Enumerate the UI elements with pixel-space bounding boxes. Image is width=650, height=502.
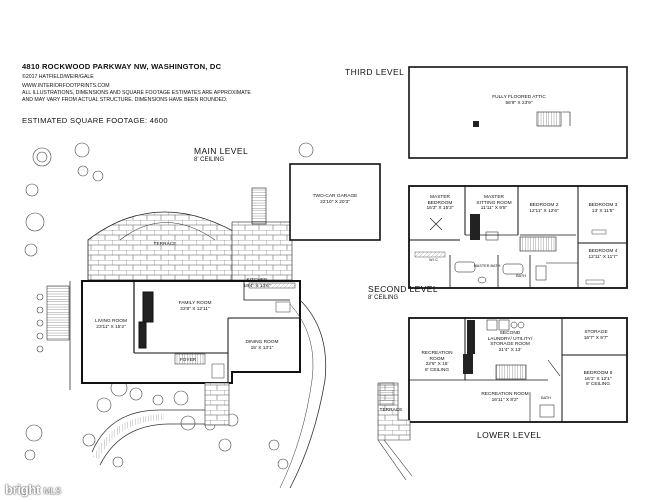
kitchen-dimensions: 19'4" X 13'6" — [243, 283, 271, 289]
recreation-room-1-ceiling: 8' CEILING — [424, 367, 450, 373]
garage-name: TWO-CAR GARAGE — [312, 194, 358, 199]
kitchen-label: KITCHEN 19'4" X 13'6" — [234, 278, 280, 289]
third-level-plan — [408, 66, 628, 159]
lower-level-title: LOWER LEVEL — [477, 430, 542, 440]
attic-outline — [408, 66, 628, 159]
main-level-title: MAIN LEVEL — [194, 146, 249, 156]
dining-room-name: DINING ROOM — [245, 340, 279, 345]
copyright-notice: ©2017 HATFIELD/WEIR/GALE — [22, 74, 94, 80]
bedroom-2-label: BEDROOM 2 12'11" X 12'6" — [524, 203, 564, 214]
storage-dimensions: 16'7" X 9'7" — [583, 335, 609, 341]
recreation-room-2-name: RECREATION ROOM — [481, 392, 529, 397]
recreation-room-1-dimensions: 22'6" X 15' — [425, 362, 449, 368]
brightmls-watermark: bright MLS — [5, 482, 61, 497]
recreation-room-1-label: RECREATION ROOM 22'6" X 15' 8' CEILING — [414, 351, 460, 373]
recreation-room-1-name-2: ROOM — [429, 356, 445, 362]
main-level-plan — [24, 142, 381, 489]
living-room-label: LIVING ROOM 23'11" X 15'2" — [90, 319, 132, 330]
recreation-room-2-dimensions: 16'11" X 8'2" — [491, 397, 519, 403]
second-bath-label: BATH — [516, 274, 526, 278]
living-room-dimensions: 23'11" X 15'2" — [96, 324, 126, 330]
bedroom-3-dimensions: 13' X 11'5" — [591, 208, 615, 214]
wic-label: W.I.C. — [429, 258, 439, 262]
family-room-name: FAMILY ROOM — [178, 301, 212, 306]
attic-dimensions: 56'9" X 23'9" — [505, 100, 533, 106]
third-level-title: THIRD LEVEL — [345, 67, 405, 77]
bedroom-4-dimensions: 12'11" X 11'7" — [588, 254, 618, 260]
bedroom-5-name: BEDROOM 5 — [583, 371, 613, 376]
bedroom-2-dimensions: 12'11" X 12'6" — [529, 208, 559, 214]
watermark-brand: bright — [5, 482, 41, 497]
storage-label: STORAGE 16'7" X 9'7" — [578, 330, 614, 341]
property-address: 4810 ROCKWOOD PARKWAY NW, WASHINGTON, DC — [22, 62, 222, 71]
living-room-name: LIVING ROOM — [95, 319, 127, 324]
bedroom-4-name: BEDROOM 4 — [588, 249, 618, 254]
dining-room-dimensions: 15' X 13'1" — [250, 345, 274, 351]
master-bath-label: MASTER BATH — [473, 264, 501, 268]
master-bedroom-label: MASTER BEDROOM 16'3" X 15'3" — [420, 195, 460, 212]
watermark-suffix: MLS — [43, 486, 61, 496]
landscape-trees — [24, 142, 314, 470]
square-footage: ESTIMATED SQUARE FOOTAGE: 4600 — [22, 116, 168, 125]
family-room-label: FAMILY ROOM 22'8" X 12'11" — [170, 301, 220, 312]
master-bedroom-name-1: MASTER — [430, 195, 450, 200]
website-link[interactable]: WWW.INTERIORFOOTPRINTS.COM — [22, 83, 110, 89]
garage-dimensions: 22'10" X 20'3" — [320, 199, 350, 205]
main-house-outline — [81, 280, 301, 384]
fireplace — [142, 291, 154, 323]
bedroom-2-name: BEDROOM 2 — [529, 203, 559, 208]
attic-label: FULLY FLOORED ATTIC 56'9" X 23'9" — [484, 95, 554, 106]
sitting-room-dimensions: 11'11" X 9'5" — [480, 206, 508, 212]
second-level-title: SECOND LEVEL — [368, 284, 438, 294]
second-level-plan — [408, 185, 628, 289]
laundry-name-1: SECOND — [499, 331, 521, 336]
bedroom-4-label: BEDROOM 4 12'11" X 11'7" — [584, 249, 622, 260]
laundry-name-2: LAUNDRY/ UTILITY/ — [487, 336, 533, 342]
laundry-name-3: STORAGE ROOM — [490, 342, 530, 348]
bedroom-5-dimensions: 16'1" X 12'1" — [584, 376, 612, 382]
family-room-dimensions: 22'8" X 12'11" — [180, 306, 210, 312]
laundry-label: SECOND LAUNDRY/ UTILITY/ STORAGE ROOM 21… — [480, 331, 540, 353]
sitting-room-label: MASTER SITTING ROOM 11'11" X 9'5" — [472, 195, 516, 212]
garage-outline — [289, 163, 381, 241]
lower-terrace-label: TERRACE — [379, 408, 403, 413]
garage-label: TWO-CAR GARAGE 22'10" X 20'3" — [298, 194, 372, 205]
attic-name: FULLY FLOORED ATTIC — [492, 95, 546, 100]
bedroom-3-label: BEDROOM 3 13' X 11'5" — [584, 203, 622, 214]
master-bedroom-name-2: BEDROOM — [427, 200, 453, 206]
laundry-dimensions: 21'4" X 13' — [498, 347, 522, 353]
bedroom-5-label: BEDROOM 5 16'1" X 12'1" 8' CEILING — [578, 371, 618, 388]
master-bedroom-dimensions: 16'3" X 15'3" — [426, 206, 454, 212]
lower-bath-label: BATH — [541, 396, 551, 400]
bedroom-5-ceiling: 8' CEILING — [585, 382, 611, 388]
recreation-room-1-name-1: RECREATION — [421, 351, 453, 356]
disclaimer-line-1: ALL ILLUSTRATIONS, DIMENSIONS AND SQUARE… — [22, 90, 251, 96]
bedroom-3-name: BEDROOM 3 — [588, 203, 618, 208]
terrace-label: TERRACE — [153, 242, 177, 247]
storage-name: STORAGE — [584, 330, 608, 335]
sitting-room-name-1: MASTER — [484, 195, 504, 200]
disclaimer-line-2: AND MAY VARY FROM ACTUAL STRUCTURE. DIME… — [22, 97, 228, 103]
second-level-ceiling: 8' CEILING — [368, 295, 399, 301]
main-level-ceiling: 8' CEILING — [194, 157, 225, 163]
kitchen-name: KITCHEN — [246, 278, 268, 283]
recreation-room-2-label: RECREATION ROOM 16'11" X 8'2" — [478, 392, 532, 403]
lower-level-plan — [377, 317, 628, 481]
foyer-label: FOYER — [179, 358, 197, 363]
sitting-room-name-2: SITTING ROOM — [476, 200, 512, 206]
dining-room-label: DINING ROOM 15' X 13'1" — [240, 340, 284, 351]
